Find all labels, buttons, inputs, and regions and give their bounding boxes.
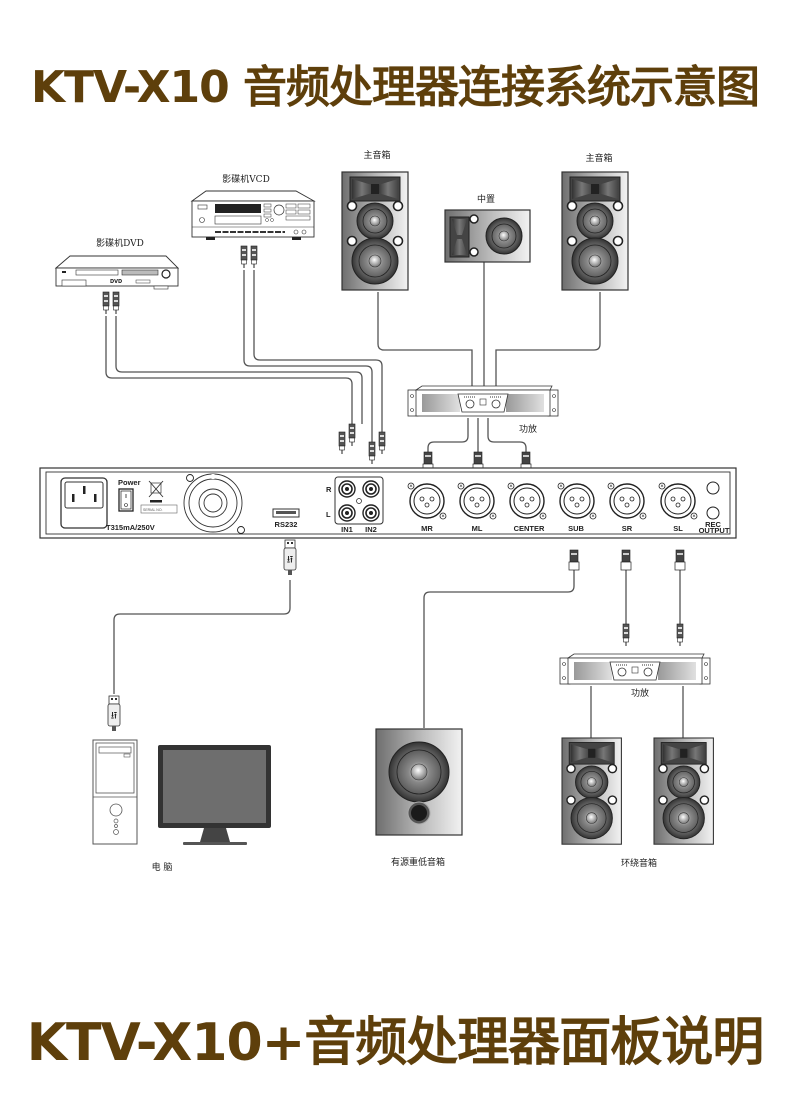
rca-plug-in1-l [348, 423, 356, 447]
main-speaker-left-label: 主音箱 [363, 149, 390, 161]
main-amplifier [407, 385, 559, 417]
rca-plug-in2-l [378, 431, 386, 455]
main-speaker-right-label: 主音箱 [585, 152, 612, 164]
output-label: CENTER [514, 524, 545, 533]
input-r-label: R [326, 485, 332, 494]
processor-rear-panel: T315mA/250V Power SERIAL NO. [39, 467, 737, 539]
rec-label: REC [705, 520, 721, 529]
weee-recycle-icon [148, 480, 164, 503]
power-switch-label: Power [118, 478, 141, 487]
output-label: ML [472, 524, 483, 533]
cable-main-speaker-left [377, 292, 473, 386]
surround-amplifier-label: 功放 [631, 687, 649, 699]
output-label: SR [622, 524, 633, 533]
power-switch[interactable] [118, 488, 134, 512]
xlr-plug-sub [568, 549, 580, 571]
output-label: SUB [568, 524, 584, 533]
power-inlet [60, 477, 108, 529]
cable-amp-mr [427, 418, 469, 452]
in2-r-jack[interactable] [362, 480, 380, 498]
xlr-plug-sr [620, 549, 632, 571]
output-label: SL [673, 524, 683, 533]
screw-icon [186, 474, 194, 482]
center-speaker [444, 209, 531, 263]
in1-label: IN1 [341, 525, 353, 534]
panel-description-title: KTV-X10+音频处理器面板说明 [26, 1013, 765, 1073]
output-label-rec: OUTPUT [699, 526, 730, 535]
dvd-plug-right [112, 291, 120, 315]
cable-dvd-l [105, 316, 353, 432]
subwoofer [375, 728, 463, 836]
dvd-plug-left [102, 291, 110, 315]
xlr-plug-sl [674, 549, 686, 571]
cable-sub [423, 570, 575, 728]
rs232-label: RS232 [275, 520, 298, 529]
computer-tower [92, 739, 138, 845]
fuse-label: T315mA/250V [106, 523, 155, 532]
cable-vcd-r [253, 270, 383, 432]
vcd-player [190, 190, 316, 240]
subwoofer-label: 有源重低音箱 [391, 856, 445, 868]
rca-plug-in2-r [368, 441, 376, 465]
main-speaker-right [561, 171, 629, 291]
vcd-plug-left [240, 245, 248, 269]
center-speaker-label: 中置 [477, 193, 495, 205]
cables [105, 262, 684, 738]
in2-l-jack[interactable] [362, 504, 380, 522]
rca-plug-sl-amp [676, 623, 684, 647]
vcd-plug-right [250, 245, 258, 269]
rca-plug-sr-amp [622, 623, 630, 647]
dvd-player: DVD [54, 255, 180, 290]
cable-rs232 [113, 580, 291, 694]
rec-output-jack-1[interactable] [706, 481, 720, 495]
rca-plug-in1-r [338, 431, 346, 455]
cable-amp-center [487, 418, 527, 452]
monitor [158, 745, 271, 845]
main-amplifier-label: 功放 [519, 423, 537, 435]
cable-dvd-r [115, 316, 363, 424]
dvd-badge: DVD [110, 279, 122, 285]
serial-number-label: SERIAL NO. [143, 508, 163, 512]
dvd-player-label: 影碟机DVD [96, 237, 144, 249]
output-label: MR [421, 524, 433, 533]
surround-speaker-left [561, 737, 623, 845]
main-speaker-left [341, 171, 409, 291]
input-l-label: L [326, 510, 331, 519]
fan-grille [183, 473, 243, 533]
in2-label: IN2 [365, 525, 377, 534]
surround-amplifier [559, 653, 711, 685]
serial-number-plate [140, 504, 178, 514]
diagram-title: KTV-X10 音频处理器连接系统示意图 [30, 62, 760, 113]
screw-icon [237, 526, 245, 534]
computer-label: 电 脑 [152, 861, 173, 873]
vcd-player-label: 影碟机VCD [222, 173, 270, 185]
usb-plug-rs232 [283, 539, 297, 576]
cable-main-speaker-right [495, 292, 601, 386]
cable-vcd-l [243, 270, 373, 442]
surround-speakers-label: 环绕音箱 [621, 857, 657, 869]
usb-plug-computer [107, 695, 121, 732]
rec-output-jack-2[interactable] [706, 506, 720, 520]
in1-r-jack[interactable] [338, 480, 356, 498]
in1-l-jack[interactable] [338, 504, 356, 522]
surround-speaker-right [653, 737, 715, 845]
